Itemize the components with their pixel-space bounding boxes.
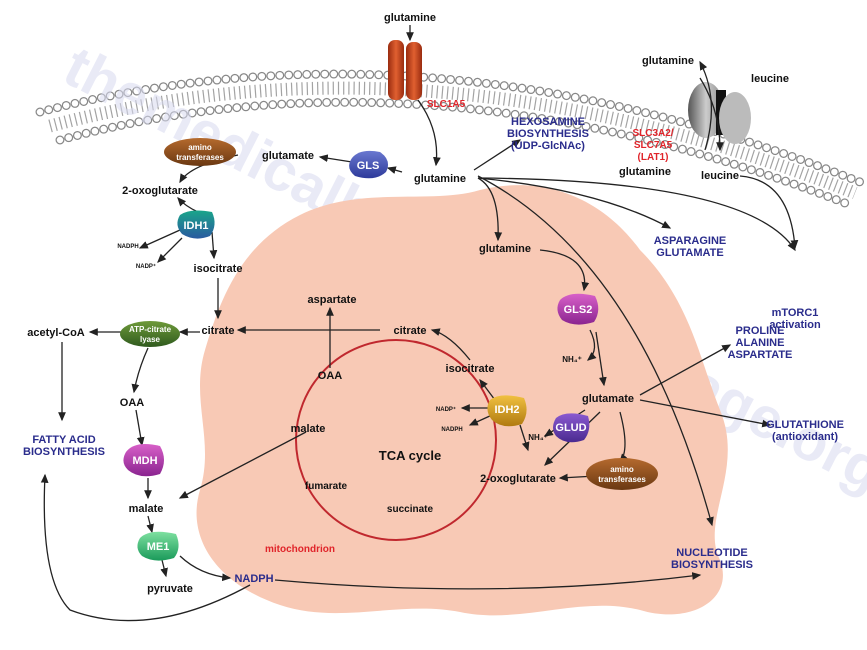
nadph-idh2: NADPH — [441, 427, 462, 433]
nh4-gls2: NH₄⁺ — [562, 355, 582, 364]
svg-text:lyase: lyase — [140, 335, 161, 344]
lat1-label-1: SLC3A2/ — [632, 128, 673, 139]
fatty-acid-label-2: BIOSYNTHESIS — [23, 446, 105, 458]
svg-text:transferases: transferases — [598, 475, 646, 484]
oaa-mito: OAA — [318, 370, 343, 382]
pyruvate: pyruvate — [147, 583, 193, 595]
slc1a5-label: SLC1A5 — [427, 99, 466, 110]
citrate-cytosol: citrate — [201, 325, 234, 337]
svg-text:ATP-citrate: ATP-citrate — [129, 325, 172, 334]
hexosamine-label: HEXOSAMINE — [511, 116, 585, 128]
lat1-label-3: (LAT1) — [638, 152, 669, 163]
mtorc1-label-2: activation — [769, 319, 821, 331]
isocitrate-cytosol: isocitrate — [194, 263, 243, 275]
glutamate-cytosol: glutamate — [262, 150, 314, 162]
gls-enzyme: GLS — [349, 150, 388, 179]
fatty-acid-label: FATTY ACID — [32, 434, 95, 446]
glutamine-extracellular: glutamine — [384, 12, 436, 24]
svg-text:ME1: ME1 — [147, 541, 170, 553]
idh2-enzyme: IDH2 — [487, 395, 527, 427]
svg-text:GLS2: GLS2 — [564, 304, 593, 316]
citrate-mito: citrate — [393, 325, 426, 337]
idh1-enzyme: IDH1 — [177, 210, 215, 239]
glutathione-label-2: (antioxidant) — [772, 431, 838, 443]
mitochondrion-shape — [196, 185, 728, 616]
glutamine-cytosol: glutamine — [414, 173, 466, 185]
svg-text:MDH: MDH — [132, 455, 157, 467]
hexosamine-label-2: BIOSYNTHESIS — [507, 128, 589, 140]
nadp-idh1: NADP⁺ — [136, 263, 156, 270]
lat1-leucine-in: leucine — [701, 170, 739, 182]
malate-mito: malate — [291, 423, 326, 435]
glutamine-mito: glutamine — [479, 243, 531, 255]
isocitrate-mito: isocitrate — [446, 363, 495, 375]
aspartate-mito: aspartate — [308, 294, 357, 306]
lat1-glutamine-out: glutamine — [642, 55, 694, 67]
nadph-me1: NADPH — [234, 573, 273, 585]
tca-cycle-ring — [295, 339, 497, 541]
oxoglutarate-cytosol: 2-oxoglutarate — [122, 185, 198, 197]
acetyl-coa: acetyl-CoA — [27, 327, 85, 339]
svg-text:transferases: transferases — [176, 153, 224, 162]
tca-cycle-label: TCA cycle — [379, 448, 441, 463]
succinate: succinate — [387, 504, 434, 515]
arrows — [40, 25, 799, 622]
glutamate-mito: glutamate — [582, 393, 634, 405]
asparagine-label-2: GLUTAMATE — [656, 247, 723, 259]
fumarate: fumarate — [305, 481, 348, 492]
svg-text:amino: amino — [188, 143, 212, 152]
mitochondrion-label: mitochondrion — [265, 544, 335, 555]
nadph-idh1: NADPH — [117, 244, 138, 250]
svg-text:GLUD: GLUD — [555, 422, 586, 434]
mdh-enzyme: MDH — [123, 444, 164, 477]
asparagine-label: ASPARAGINE — [654, 235, 727, 247]
svg-text:GLS: GLS — [357, 160, 380, 172]
malate-cytosol: malate — [129, 503, 164, 515]
glud-enzyme: GLUD — [553, 413, 590, 443]
slc1a5-transporter — [388, 40, 422, 100]
gls2-enzyme: GLS2 — [557, 293, 599, 325]
nucleotide-label: NUCLEOTIDE — [676, 547, 748, 559]
svg-text:IDH1: IDH1 — [183, 220, 208, 232]
oxoglutarate-mito: 2-oxoglutarate — [480, 473, 556, 485]
lat1-glutamine-in: glutamine — [619, 166, 671, 178]
svg-text:IDH2: IDH2 — [494, 404, 519, 416]
mtorc1-label: mTORC1 — [772, 307, 819, 319]
me1-enzyme: ME1 — [137, 531, 179, 561]
nadp-idh2: NADP⁺ — [436, 406, 456, 413]
lat1-leucine-out: leucine — [751, 73, 789, 85]
svg-text:amino: amino — [610, 465, 634, 474]
oaa-cytosol: OAA — [120, 397, 145, 409]
glutathione-label: GLUTATHIONE — [766, 419, 844, 431]
nh4-glud: NH₄⁺ — [528, 433, 548, 442]
nucleotide-label-2: BIOSYNTHESIS — [671, 559, 753, 571]
proline-label-3: ASPARTATE — [728, 349, 793, 361]
hexosamine-label-3: (UDP-GlcNAc) — [511, 140, 585, 152]
lat1-transporter — [688, 82, 751, 144]
lat1-label-2: SLC7A5 — [634, 140, 673, 151]
proline-label-2: ALANINE — [736, 337, 785, 349]
proline-label: PROLINE — [736, 325, 785, 337]
